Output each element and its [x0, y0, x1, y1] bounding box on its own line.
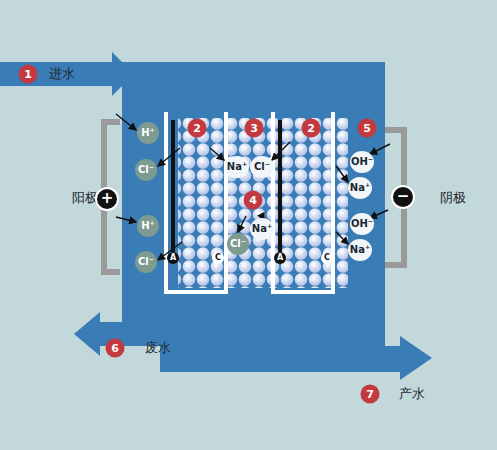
tank-body	[122, 62, 385, 372]
callout-number: 2	[188, 119, 207, 138]
membrane-label: C	[321, 252, 333, 264]
membrane-channel	[273, 112, 333, 292]
ion-label: OH⁻	[350, 213, 374, 235]
stream-label: 产水	[399, 385, 425, 403]
ion-label: OH⁻	[350, 151, 374, 173]
resin-beads	[178, 118, 348, 288]
ion-label: Cl⁻	[135, 159, 157, 181]
polarity-symbol: +	[95, 187, 119, 211]
electrode-label: 阴极	[440, 189, 466, 207]
ion-label: Cl⁻	[135, 251, 157, 273]
callout-number: 3	[245, 119, 264, 138]
polarity-symbol: −	[391, 185, 415, 209]
anion-membrane	[278, 120, 282, 252]
stream-label: 进水	[49, 65, 75, 83]
membrane-label: A	[167, 252, 179, 264]
ion-arrows	[116, 114, 390, 260]
callout-number: 6	[106, 339, 125, 358]
membrane-label: A	[274, 252, 286, 264]
product-arrow	[160, 336, 432, 380]
membrane-channel	[166, 112, 226, 292]
callout-number: 5	[358, 119, 377, 138]
callout-number: 7	[361, 385, 380, 404]
callout-number: 2	[302, 119, 321, 138]
ion-label: Na⁺	[225, 156, 249, 178]
ion-label: Cl⁻	[227, 233, 249, 255]
ion-label: Na⁺	[348, 177, 372, 199]
callout-number: 4	[244, 191, 263, 210]
stream-label: 废水	[145, 339, 171, 357]
ion-label: Cl⁻	[250, 156, 274, 178]
anion-membrane	[171, 120, 175, 252]
ion-label: Na⁺	[348, 239, 372, 261]
callout-number: 1	[19, 65, 38, 84]
membrane-label: C	[212, 252, 224, 264]
inlet-arrow	[0, 52, 134, 96]
ion-label: Na⁺	[250, 218, 274, 240]
ion-label: H⁺	[137, 215, 159, 237]
ion-label: H⁺	[137, 122, 159, 144]
